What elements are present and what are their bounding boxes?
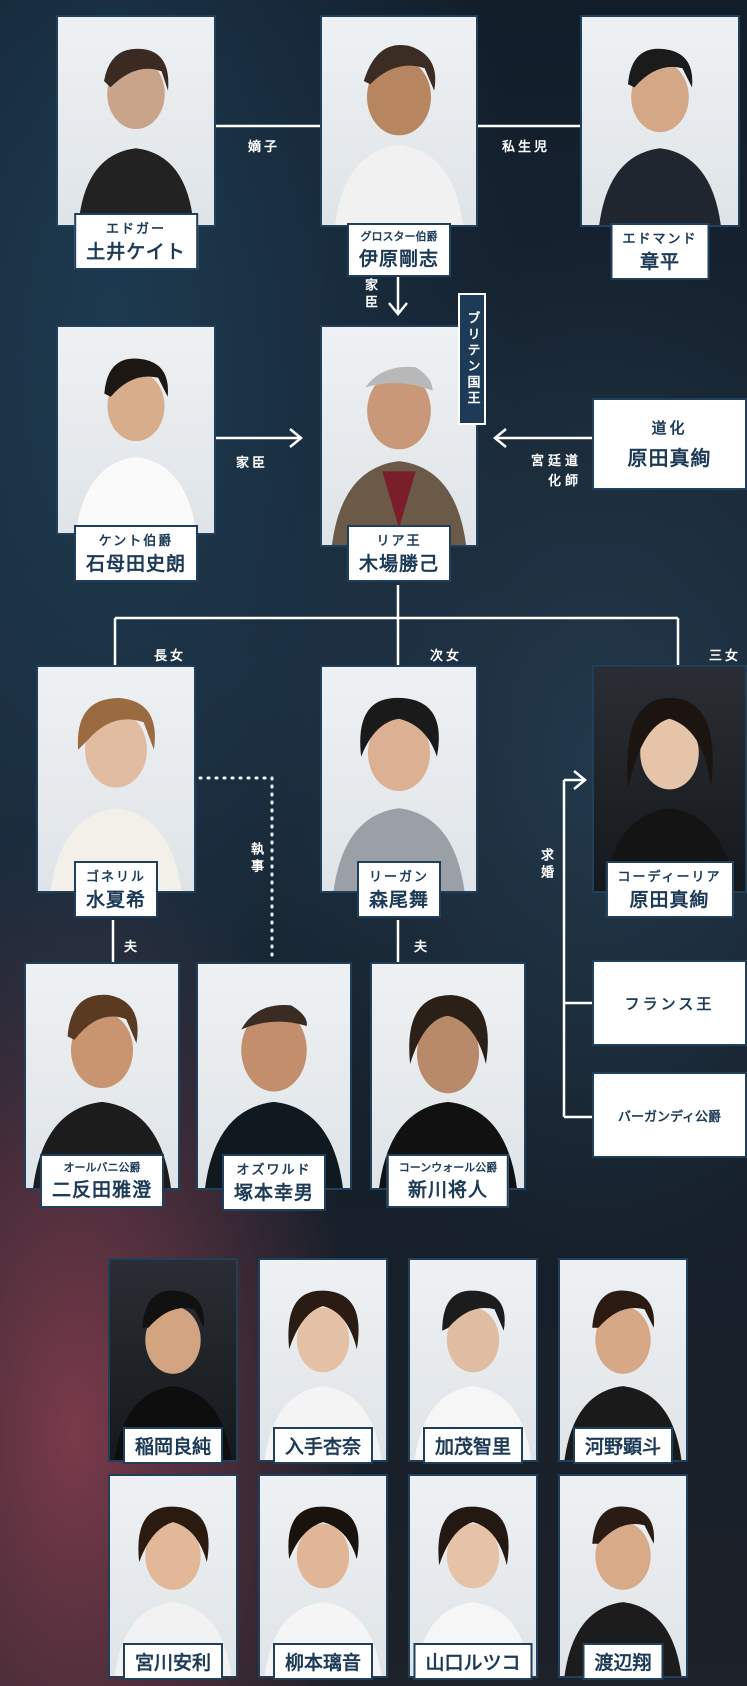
relation-courtship: 求婚 bbox=[538, 848, 553, 882]
relation-husband-cornwall: 夫 bbox=[414, 940, 431, 955]
actor-name: 土井ケイト bbox=[86, 241, 186, 263]
person-silhouette-icon bbox=[50, 698, 182, 891]
cast-label: グロスター伯爵 伊原剛志 bbox=[346, 223, 452, 277]
portrait-photo bbox=[592, 665, 747, 893]
cast-label: コーンウォール公爵 新川将人 bbox=[386, 1154, 510, 1208]
ensemble-card: 渡辺翔 bbox=[558, 1474, 688, 1680]
duke-of-burgundy-box: バーガンディ公爵 bbox=[592, 1072, 747, 1158]
portrait-photo bbox=[56, 15, 216, 227]
cast-card-edmund: エドマンド 章平 bbox=[580, 15, 740, 280]
ensemble-name: 柳本璃音 bbox=[272, 1643, 374, 1680]
role-name: エドガー bbox=[105, 222, 166, 237]
relation-illegit-son: 私生児 bbox=[502, 140, 551, 155]
relation-third-daughter: 三女 bbox=[709, 649, 742, 664]
relation-court-jester: 宮廷道化師 bbox=[530, 454, 582, 489]
role-name: ゴネリル bbox=[85, 870, 147, 885]
actor-name: 森尾舞 bbox=[368, 889, 430, 911]
ensemble-card: 加茂智里 bbox=[408, 1258, 538, 1464]
portrait-photo bbox=[558, 1474, 688, 1678]
actor-name: 伊原剛志 bbox=[358, 248, 440, 270]
cast-label: オズワルド 塚本幸男 bbox=[221, 1154, 327, 1211]
relation-eldest-daughter: 長女 bbox=[154, 649, 187, 664]
ensemble-card: 入手杏奈 bbox=[258, 1258, 388, 1464]
cast-card-goneril: ゴネリル 水夏希 bbox=[36, 665, 196, 923]
relation-retainer-horizontal: 家臣 bbox=[236, 456, 269, 471]
cast-card-oswald: オズワルド 塚本幸男 bbox=[196, 962, 352, 1220]
cast-card-kent: ケント伯爵 石母田史朗 bbox=[56, 325, 216, 587]
ensemble-name: 加茂智里 bbox=[422, 1427, 524, 1464]
person-silhouette-icon bbox=[604, 697, 735, 891]
actor-name: 塚本幸男 bbox=[233, 1182, 315, 1204]
role-name: コーディーリア bbox=[617, 870, 722, 885]
person-silhouette-icon bbox=[75, 358, 197, 533]
actor-name: 二反田雅澄 bbox=[51, 1179, 153, 1201]
person-silhouette-icon bbox=[78, 48, 194, 225]
role-name: リア王 bbox=[376, 534, 422, 549]
actor-name: 原田真絢 bbox=[627, 446, 712, 470]
person-silhouette-icon bbox=[335, 44, 463, 225]
actor-name: 新川将人 bbox=[407, 1179, 489, 1201]
portrait-photo bbox=[320, 325, 478, 547]
cast-card-gloucester: グロスター伯爵 伊原剛志 bbox=[320, 15, 478, 277]
ensemble-card: 柳本璃音 bbox=[258, 1474, 388, 1680]
cast-card-regan: リーガン 森尾舞 bbox=[320, 665, 478, 923]
role-name: オールバニ公爵 bbox=[63, 1161, 141, 1174]
actor-name: 石母田史朗 bbox=[85, 553, 187, 575]
relation-steward: 執事 bbox=[248, 842, 263, 876]
ensemble-card: 山口ルツコ bbox=[408, 1474, 538, 1680]
cast-label: エドマンド 章平 bbox=[610, 223, 710, 280]
cast-label: エドガー 土井ケイト bbox=[74, 213, 198, 270]
king-title-badge: ブリテン国王 bbox=[458, 293, 486, 425]
role-name: フランス王 bbox=[624, 994, 715, 1013]
relation-second-daughter: 次女 bbox=[430, 649, 463, 664]
cast-label: ゴネリル 水夏希 bbox=[73, 861, 159, 918]
ensemble-name: 入手杏奈 bbox=[272, 1427, 374, 1464]
ensemble-name: 宮川安利 bbox=[122, 1643, 224, 1680]
cast-card-cornwall: コーンウォール公爵 新川将人 bbox=[370, 962, 526, 1220]
portrait-photo bbox=[580, 15, 740, 227]
portrait-photo bbox=[56, 325, 216, 535]
actor-name: 原田真絢 bbox=[629, 889, 710, 911]
role-name: グロスター伯爵 bbox=[360, 230, 438, 243]
role-name: オズワルド bbox=[236, 1163, 312, 1178]
cast-label: リア王 木場勝己 bbox=[346, 525, 452, 582]
cast-card-edgar: エドガー 土井ケイト bbox=[56, 15, 216, 270]
cast-card-albany: オールバニ公爵 二反田雅澄 bbox=[24, 962, 180, 1220]
cast-label: リーガン 森尾舞 bbox=[356, 861, 442, 918]
relation-husband-albany: 夫 bbox=[124, 940, 141, 955]
person-silhouette-icon bbox=[599, 48, 721, 225]
portrait-photo bbox=[36, 665, 196, 893]
portrait-photo bbox=[320, 15, 478, 227]
fool-box: 道化 原田真絢 bbox=[592, 398, 747, 490]
portrait-photo bbox=[320, 665, 478, 893]
role-name: エドマンド bbox=[622, 232, 698, 247]
cast-label: ケント伯爵 石母田史朗 bbox=[73, 525, 199, 582]
ensemble-card: 河野顕斗 bbox=[558, 1258, 688, 1464]
role-name: バーガンディ公爵 bbox=[617, 1109, 722, 1125]
cast-label: コーディーリア 原田真絢 bbox=[605, 861, 734, 918]
cast-card-cordelia: コーディーリア 原田真絢 bbox=[592, 665, 747, 923]
ensemble-name: 渡辺翔 bbox=[582, 1643, 664, 1680]
actor-name: 水夏希 bbox=[85, 889, 147, 911]
ensemble-name: 山口ルツコ bbox=[413, 1643, 533, 1680]
actor-name: 木場勝己 bbox=[358, 553, 440, 575]
cast-card-lear: リア王 木場勝己 bbox=[320, 325, 478, 587]
ensemble-name: 河野顕斗 bbox=[572, 1427, 674, 1464]
king-of-france-box: フランス王 bbox=[592, 960, 747, 1046]
actor-name: 章平 bbox=[639, 251, 681, 273]
relation-legit-son: 嫡子 bbox=[248, 140, 281, 155]
role-name: ケント伯爵 bbox=[98, 534, 174, 549]
person-silhouette-icon bbox=[333, 697, 465, 891]
ensemble-card: 宮川安利 bbox=[108, 1474, 238, 1680]
role-name: 道化 bbox=[651, 419, 688, 437]
person-silhouette-icon bbox=[331, 366, 467, 545]
ensemble-name: 稲岡良純 bbox=[122, 1427, 224, 1464]
relation-retainer-vertical: 家臣 bbox=[362, 278, 377, 312]
role-name: コーンウォール公爵 bbox=[398, 1161, 498, 1174]
cast-label: オールバニ公爵 二反田雅澄 bbox=[39, 1154, 165, 1208]
role-name: リーガン bbox=[368, 870, 430, 885]
ensemble-card: 稲岡良純 bbox=[108, 1258, 238, 1464]
